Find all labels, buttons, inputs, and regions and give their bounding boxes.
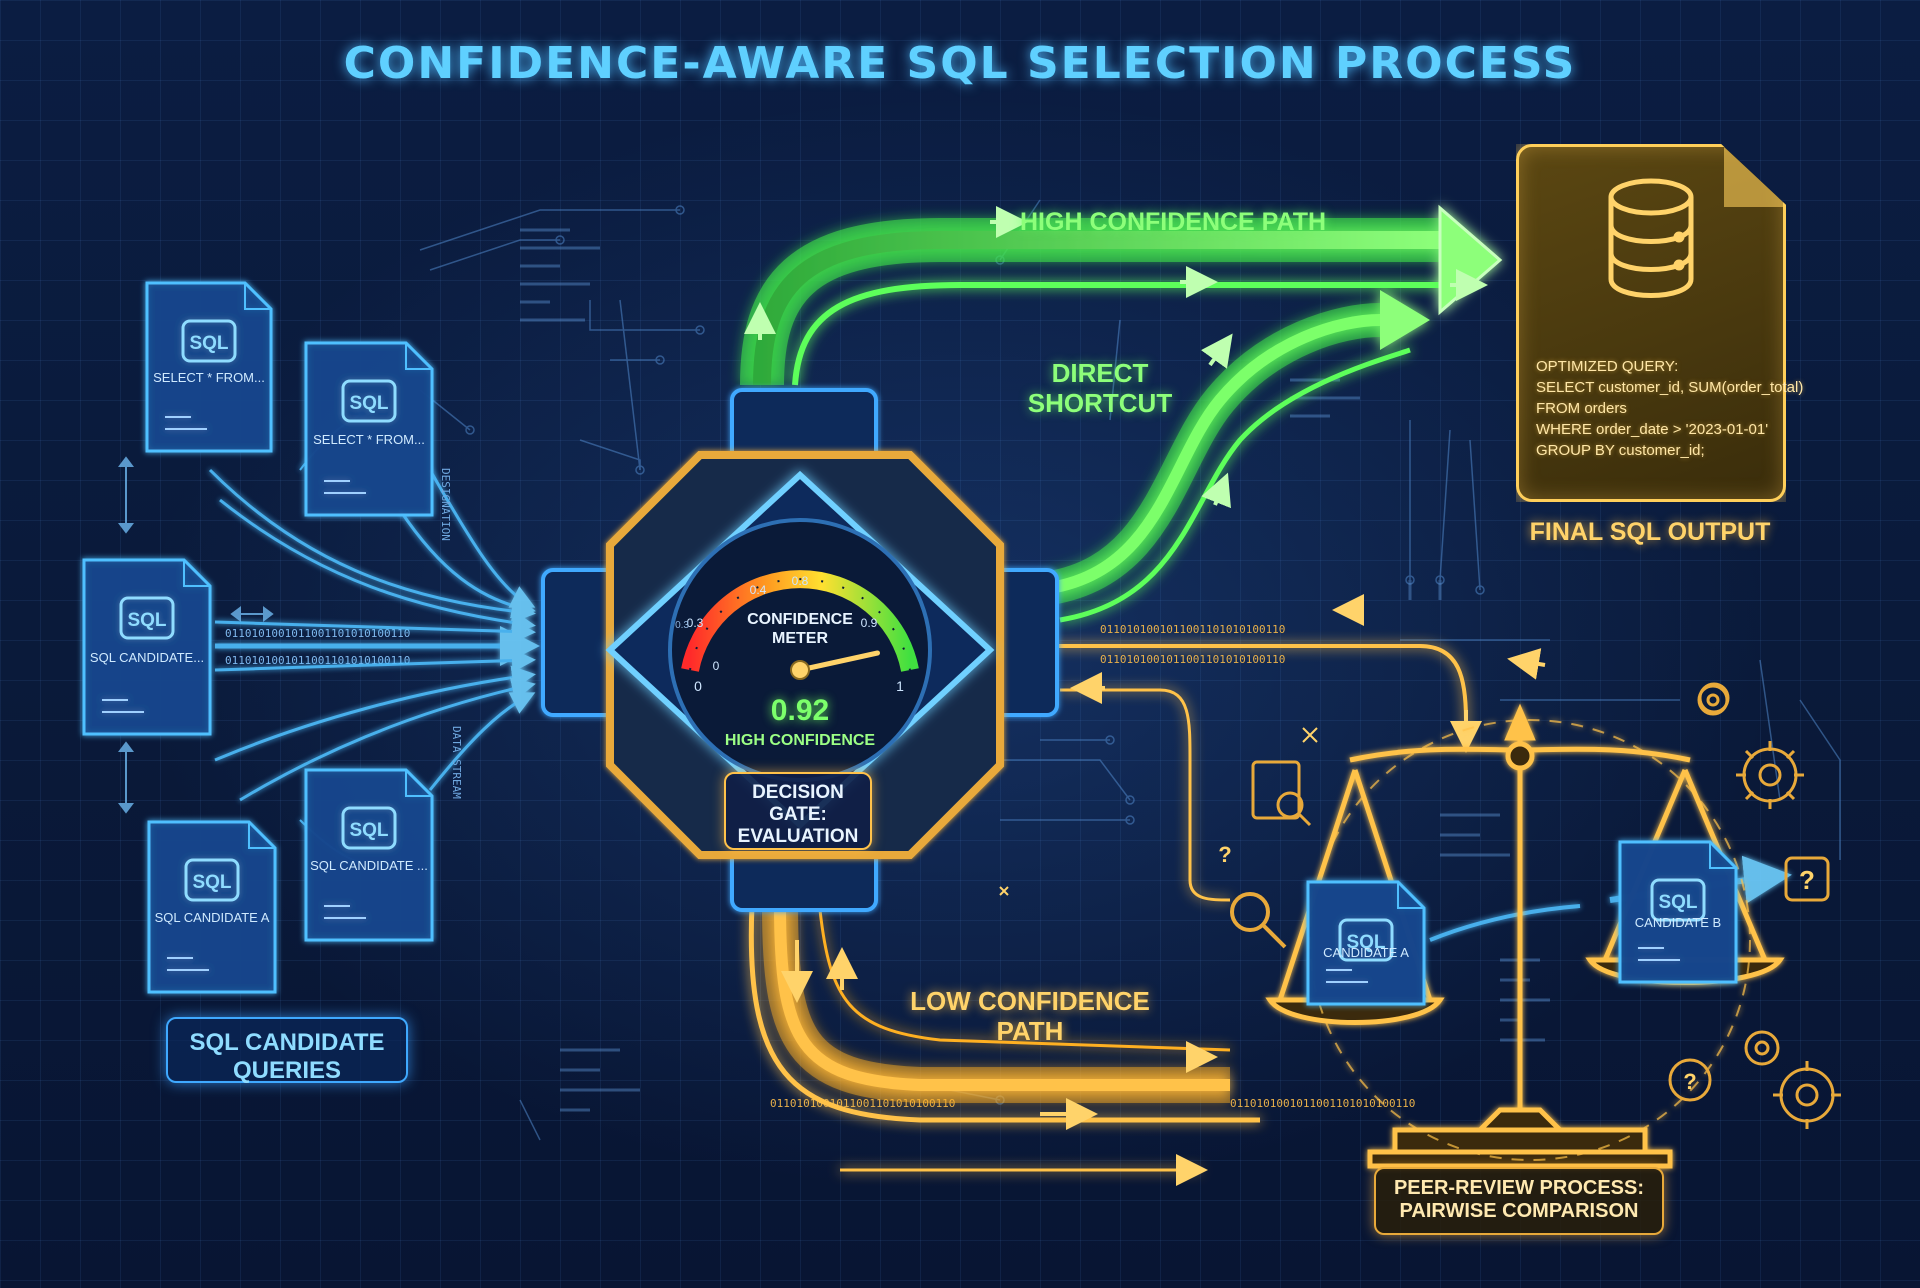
meter-ticks: 0.3 0.4 0.8 0.9 0 0 0.3 1 [675, 574, 904, 694]
binary-stream-left-2: 0110101001011001101010100110 [225, 654, 410, 667]
sql-tag-label: SQL [1658, 892, 1697, 913]
sql-candidate-card: SQL [304, 768, 434, 942]
sql-candidate-card: SQL [147, 820, 277, 994]
vertical-label-designation: DESIGNATION [439, 468, 452, 541]
high-confidence-path-label: HIGH CONFIDENCE PATH [1020, 208, 1327, 236]
query-line: FROM orders [1536, 400, 1627, 417]
meter-tick-label: 0.4 [750, 583, 767, 597]
vertical-label-data-stream: DATA STREAM [450, 726, 463, 799]
meter-tick-label: 0.9 [861, 616, 878, 630]
meter-tick-label: 0 [713, 659, 720, 673]
binary-stream-gold: 0110101001011001101010100110 [1100, 623, 1285, 636]
direct-shortcut-label: DIRECT SHORTCUT [1027, 358, 1173, 418]
svg-text:?: ? [1683, 1069, 1696, 1094]
green-arrow-markers [744, 206, 1488, 509]
sql-candidate-label: SELECT * FROM... [153, 370, 265, 386]
meter-tick-label: 1 [896, 678, 904, 694]
confidence-status: HIGH CONFIDENCE [724, 732, 876, 749]
sql-candidate-label: CANDIDATE A [1323, 945, 1409, 961]
sparkle-icons [999, 727, 1318, 896]
page-title: CONFIDENCE-AWARE SQL SELECTION PROCESS [343, 38, 1577, 89]
circuit-traces [419, 199, 1841, 1141]
sql-candidate-label: SQL CANDIDATE A [154, 910, 270, 926]
meter-tick-label: 0.8 [792, 574, 809, 588]
sql-candidate-queries-label: SQL CANDIDATE QUERIES [166, 1017, 408, 1084]
binary-stream-bottom-2: 0110101001011001101010100110 [1230, 1097, 1415, 1110]
query-line: GROUP BY customer_id; [1536, 442, 1705, 459]
question-icon: ? ? ? [1218, 842, 1830, 1102]
final-sql-output-label: FINAL SQL OUTPUT [1529, 518, 1771, 546]
sql-candidate-label: SELECT * FROM... [313, 432, 425, 448]
peer-review-label: PEER-REVIEW PROCESS: PAIRWISE COMPARISON [1374, 1167, 1664, 1235]
low-confidence-path-label: LOW CONFIDENCE PATH [910, 986, 1150, 1046]
meter-tick-label: 0.3 [687, 616, 704, 630]
sql-candidate-card: SQL [145, 281, 273, 453]
sql-tag-label: SQL [189, 333, 228, 354]
sql-candidate-label: SQL CANDIDATE ... [310, 858, 428, 874]
sql-tag-label: SQL [127, 610, 166, 631]
sql-candidate-label: SQL CANDIDATE... [89, 650, 205, 666]
query-line: OPTIMIZED QUERY: [1536, 358, 1679, 375]
svg-text:?: ? [1218, 842, 1231, 867]
sql-candidate-label: CANDIDATE B [1634, 914, 1722, 930]
final-sql-output-card [1516, 144, 1786, 502]
sql-tag-label: SQL [192, 872, 231, 893]
final-sql-query: OPTIMIZED QUERY: SELECT customer_id, SUM… [1536, 356, 1804, 461]
sql-tag-label: SQL [349, 393, 388, 414]
binary-stream-gold-2: 0110101001011001101010100110 [1100, 653, 1285, 666]
sql-candidate-card: SQL [304, 341, 434, 517]
meter-needle [790, 650, 880, 680]
gear-icon [1697, 682, 1841, 1129]
high-confidence-path [740, 204, 1503, 623]
confidence-value: 0.92 [770, 694, 830, 727]
sql-tag-label: SQL [349, 820, 388, 841]
decision-gate: 0.3 0.4 0.8 0.9 0 0 0.3 1 [541, 388, 1059, 912]
meter-tick-label: 0.3 [675, 620, 689, 631]
sql-candidate-card: SQL [82, 558, 212, 736]
sql-candidate-card: SQL [1306, 880, 1426, 1006]
magnifier-icon [1230, 760, 1312, 949]
confidence-meter-title: CONFIDENCE METER [747, 611, 853, 647]
meter-tick-label: 0 [694, 678, 702, 694]
gold-arrow-markers [781, 594, 1546, 1186]
candidate-cards: SQL SQL SQL SQL SQL [82, 281, 434, 994]
query-line: SELECT customer_id, SUM(order_total) [1536, 379, 1804, 396]
left-arrow-markers [118, 456, 274, 814]
binary-stream-left: 0110101001011001101010100110 [225, 627, 410, 640]
peer-cards: SQL SQL [1306, 840, 1738, 1006]
decision-gate-label: DECISION GATE: EVALUATION [724, 772, 872, 850]
low-confidence-path [748, 644, 1468, 1172]
query-line: WHERE order_date > '2023-01-01' [1536, 421, 1769, 438]
svg-text:?: ? [1799, 865, 1815, 895]
sql-candidate-card: SQL [1618, 840, 1738, 984]
sql-tag-label: SQL [1346, 932, 1385, 953]
